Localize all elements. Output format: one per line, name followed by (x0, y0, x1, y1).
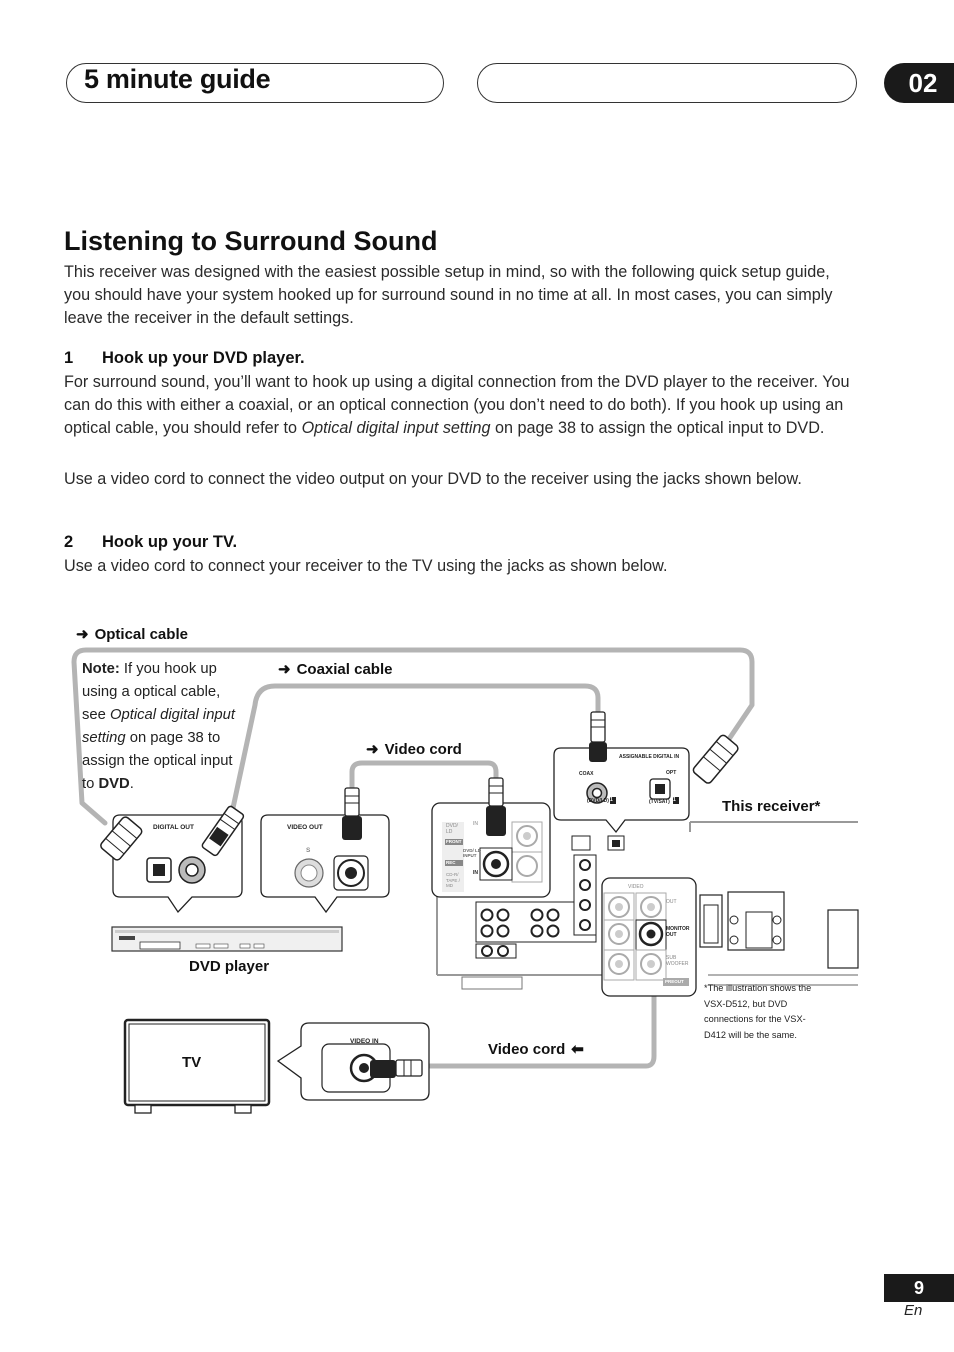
sub-woofer-label: SUB WOOFER (666, 955, 689, 967)
receiver-in-label: IN (473, 870, 478, 876)
arrow-right-icon: ➜ (366, 741, 379, 758)
page-language: En (904, 1302, 923, 1319)
receiver-rear-panel (436, 821, 859, 990)
step1-para1-emphasis: Optical digital input setting (301, 419, 491, 437)
tv-sat-label: (TV/SAT) (649, 799, 670, 805)
page-heading: Listening to Surround Sound (64, 226, 438, 256)
step1-para1-text-b: on page 38 to assign the optical input t… (490, 419, 825, 437)
step2-paragraph: Use a video cord to connect your receive… (64, 557, 668, 575)
optical-cable-text: Optical cable (94, 626, 188, 643)
video-plug-receiver (486, 777, 506, 836)
step1-paragraph2: Use a video cord to connect the video ou… (64, 470, 802, 488)
tv-label: TV (182, 1054, 202, 1071)
video-cord-top-line (349, 760, 499, 798)
out-label: OUT (666, 899, 677, 905)
receiver-in-label-top: IN (473, 821, 478, 827)
coax-plug-dvd (201, 805, 245, 857)
section-title: 5 minute guide (84, 64, 271, 94)
video-section-label: VIDEO (628, 884, 644, 890)
note-label: Note: (82, 661, 120, 677)
tv-sat-jack-number: 1 (673, 797, 676, 803)
video-cord-top-label: ➜ Video cord (366, 740, 462, 758)
page-number: 9 (884, 1274, 954, 1302)
coax-label: COAX (579, 771, 594, 777)
dvd-ld-label: (DVD/LD) (587, 798, 609, 804)
dvd-video-out-bubble (260, 814, 390, 914)
cdr-tape-md-label: CD-R/ TAPE / MD (446, 872, 460, 888)
video-cord-bottom-line (427, 957, 657, 1069)
opt-label: OPT (666, 770, 677, 776)
step1-paragraph1: For surround sound, you’ll want to hook … (64, 371, 859, 440)
note-emphasis: Optical digital input setting (82, 707, 235, 746)
arrow-right-icon: ➜ (76, 626, 89, 643)
s-video-label: S (306, 847, 311, 854)
this-receiver-label: This receiver* (722, 798, 821, 815)
step1-heading: 1 Hook up your DVD player. (64, 349, 305, 368)
coaxial-cable-label: ➜ Coaxial cable (278, 660, 392, 678)
header-blank-frame (477, 63, 857, 103)
dvd-ld-jack-number: 1 (610, 797, 613, 803)
optical-cable-line (71, 647, 755, 826)
illustration-footnote: *The illustration shows the VSX-D512, bu… (704, 983, 812, 1040)
rec-tag-label: REC (446, 860, 456, 865)
optical-plug-dvd (100, 816, 143, 861)
chapter-badge: 02 (884, 63, 954, 103)
front-tag-label: FRONT (446, 839, 462, 844)
assignable-digital-in-label: ASSIGNABLE DIGITAL IN (619, 754, 680, 760)
receiver-digital-in-bubble (553, 747, 690, 834)
note-text-a: If you hook up using a optical cable, se… (82, 661, 221, 723)
dvd-player-label: DVD player (189, 958, 270, 975)
step1-para1-text-a: For surround sound, you’ll want to hook … (64, 373, 850, 437)
optical-cable-label: ➜ Optical cable (76, 625, 188, 643)
optical-note: Note: If you hook up using a optical cab… (82, 658, 242, 796)
dvd-ld-side-label: DVD/ LD (446, 823, 458, 835)
coaxial-cable-line (227, 683, 601, 825)
dvd-ld-input-label: DVD/ LD INPUT (463, 848, 481, 858)
intro-paragraph: This receiver was designed with the easi… (64, 263, 833, 327)
preout-label: PREOUT (665, 979, 684, 984)
note-end: . (129, 776, 134, 792)
note-strong: DVD (98, 776, 130, 792)
optical-plug-receiver (692, 734, 739, 784)
video-plug-tv (370, 1059, 423, 1078)
video-cord-bottom-label: Video cord ⬅ (488, 1040, 584, 1058)
coax-plug-receiver (589, 711, 607, 762)
video-cord-bottom-text: Video cord (488, 1041, 566, 1058)
video-plug-dvd (342, 787, 362, 840)
monitor-out-label: MONITOR OUT (666, 926, 690, 938)
video-in-label: VIDEO IN (350, 1038, 379, 1045)
video-out-label: VIDEO OUT (287, 824, 323, 831)
step2-title: Hook up your TV. (102, 533, 238, 551)
step1-number: 1 (64, 349, 74, 367)
arrow-right-icon: ➜ (278, 661, 291, 678)
step2-heading: 2 Hook up your TV. (64, 533, 237, 552)
step1-title: Hook up your DVD player. (102, 349, 305, 367)
video-cord-top-text: Video cord (384, 741, 462, 758)
note-text-b: on page 38 to assign the optical input t… (82, 730, 233, 792)
digital-out-label: DIGITAL OUT (153, 824, 194, 831)
header-title-frame (66, 63, 444, 103)
arrow-left-icon: ⬅ (571, 1041, 584, 1058)
tv-body (123, 1018, 271, 1107)
coaxial-cable-text: Coaxial cable (296, 661, 393, 678)
step2-number: 2 (64, 533, 74, 551)
